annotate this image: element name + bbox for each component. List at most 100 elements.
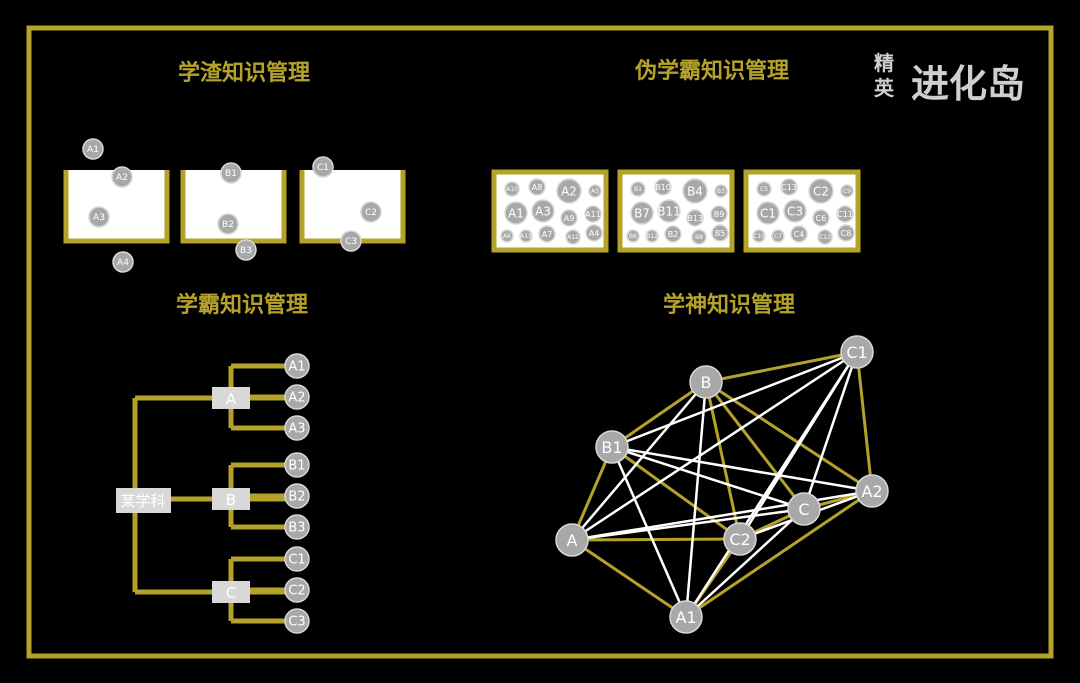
weixueba-node-C2-circle xyxy=(808,178,834,204)
weixueba-node-B2-circle xyxy=(664,225,682,243)
weixueba-node-B13-label: B13 xyxy=(687,214,703,223)
xuezha-node-B2-circle xyxy=(217,213,239,235)
xueshen-edge-B-A1 xyxy=(684,381,708,618)
xuezha-node-A3-circle xyxy=(88,206,110,228)
xueba-root-label: 某学科 xyxy=(120,492,165,510)
xueshen-node-C1-circle xyxy=(840,335,874,369)
xueshen-node-C2-label: C2 xyxy=(729,530,750,549)
xueba-leaf-C1-label: C1 xyxy=(288,553,305,568)
weixueba-node-A9-circle xyxy=(560,209,578,227)
weixueba-node-A10-circle xyxy=(504,181,520,197)
xueshen-node-B1-label: B1 xyxy=(601,438,622,457)
xueshen-edge-C1-C2 xyxy=(738,351,859,540)
xuezha-node-B3-label: B3 xyxy=(240,246,252,256)
weixueba-node-C7-circle xyxy=(771,229,785,243)
xuezha-node-A1-circle xyxy=(82,138,104,160)
weixueba-node-C10-circle xyxy=(752,229,766,243)
weixueba-node-C13-label: C13 xyxy=(781,183,797,192)
xueshen-edge-B-C1 xyxy=(705,350,858,384)
xueba-leaf-C2-label: C2 xyxy=(288,584,305,599)
weixueba-node-A11-label: A11 xyxy=(585,210,601,219)
weixueba-node-B11-label: B11 xyxy=(657,204,681,218)
weixueba-node-B3-label: B3 xyxy=(717,188,725,195)
xueshen-node-C1-label: C1 xyxy=(846,343,867,362)
xuezha-node-C1-circle xyxy=(312,156,334,178)
xuezha-node-A2-circle xyxy=(111,166,133,188)
weixueba-node-B5-circle xyxy=(711,224,729,242)
weixueba-node-B6-label: B6 xyxy=(629,233,637,240)
xueba-branch-A-box xyxy=(212,387,250,409)
outer-frame xyxy=(26,25,1054,659)
weixueba-node-C7-label: C7 xyxy=(774,233,782,240)
xuezha-node-B1-label: B1 xyxy=(225,169,237,179)
xueba-leaf-B3-label: B3 xyxy=(288,521,305,536)
xueba-leaf-C2-circle xyxy=(284,577,310,603)
xueshen-node-A1-label: A1 xyxy=(675,608,696,627)
xueshen-edge-B1-A2 xyxy=(611,445,873,493)
xueshen-edge-A-C1 xyxy=(571,350,858,542)
xueshen-edge-B1-C2 xyxy=(611,445,741,541)
xuezha-node-C2-circle xyxy=(360,201,382,223)
weixueba-node-A7-label: A7 xyxy=(542,230,553,239)
weixueba-node-A5-label: A5 xyxy=(591,188,599,195)
weixueba-node-B12-circle xyxy=(645,229,659,243)
weixueba-node-A6-circle xyxy=(500,229,514,243)
xuezha-node-A4-label: A4 xyxy=(117,258,129,268)
xueba-leaf-B2-circle xyxy=(284,483,310,509)
xuezha-box-2-border xyxy=(180,170,287,244)
weixueba-node-A11-circle xyxy=(584,205,602,223)
xueshen-edge-B1-B xyxy=(611,380,707,449)
weixueba-node-A1-circle xyxy=(504,201,528,225)
xueshen-edge-A1-A2 xyxy=(685,489,873,619)
weixueba-node-A12-circle xyxy=(565,229,581,245)
xueba-leaf-B3-circle xyxy=(284,514,310,540)
xuezha-node-B2-label: B2 xyxy=(222,220,234,230)
logo: 精 英 进化岛 xyxy=(874,51,1025,106)
weixueba-node-C5-circle xyxy=(756,181,772,197)
xueshen-node-A-circle xyxy=(555,523,589,557)
weixueba-node-A7-circle xyxy=(538,225,556,243)
xuezha-node-A2-label: A2 xyxy=(116,173,128,183)
weixueba-node-B2-label: B2 xyxy=(668,230,679,239)
xuezha-node-C3-circle xyxy=(340,230,362,252)
xueba-branch-B-box xyxy=(212,488,250,510)
xueshen-edge-A-C2 xyxy=(571,537,741,542)
weixueba-node-C3-label: C3 xyxy=(787,204,803,218)
weixueba-node-A13-circle xyxy=(519,229,533,243)
weixueba-node-B3-circle xyxy=(714,184,728,198)
weixueba-node-A2-circle xyxy=(556,178,582,204)
xueshen-edge-B-A xyxy=(571,381,707,541)
xuezha-node-A4-circle xyxy=(112,251,134,273)
weixueba-node-C4-circle xyxy=(790,225,808,243)
weixueba-node-B1-circle xyxy=(630,181,646,197)
weixueba-node-C6-label: C6 xyxy=(816,214,827,223)
weixueba-node-B12-label: B12 xyxy=(646,233,658,240)
xueba-leaf-B1-label: B1 xyxy=(288,459,305,474)
weixueba-node-B5-label: B5 xyxy=(715,229,726,238)
weixueba-node-B1-label: B1 xyxy=(634,186,642,193)
weixueba-node-C8-circle xyxy=(837,224,855,242)
weixueba-node-C9-label: C9 xyxy=(843,188,851,195)
xueshen-node-A1-circle xyxy=(669,600,703,634)
weixueba-node-A1-label: A1 xyxy=(508,206,524,220)
xueba-branch-C-box xyxy=(212,581,250,603)
weixueba-node-B8-circle xyxy=(691,229,707,245)
weixueba-node-C11-circle xyxy=(836,205,854,223)
xueshen-node-B-circle xyxy=(689,365,723,399)
xueba-branch-A-label: A xyxy=(226,390,237,408)
xuezha-node-B3-circle xyxy=(235,239,257,261)
weixueba-node-C5-label: C5 xyxy=(760,186,768,193)
xueshen-node-C-circle xyxy=(787,492,821,526)
weixueba-node-A12-label: A12 xyxy=(567,234,579,241)
weixueba-node-C6-circle xyxy=(812,209,830,227)
xueba-branch-B-label: B xyxy=(226,491,236,509)
xueshen-edge-B1-A xyxy=(570,446,614,541)
weixueba-title: 伪学霸知识管理 xyxy=(634,58,789,84)
xueba-leaf-B1-circle xyxy=(284,452,310,478)
xuezha-node-C1-label: C1 xyxy=(317,163,329,173)
weixueba-node-A4-circle xyxy=(585,224,603,242)
